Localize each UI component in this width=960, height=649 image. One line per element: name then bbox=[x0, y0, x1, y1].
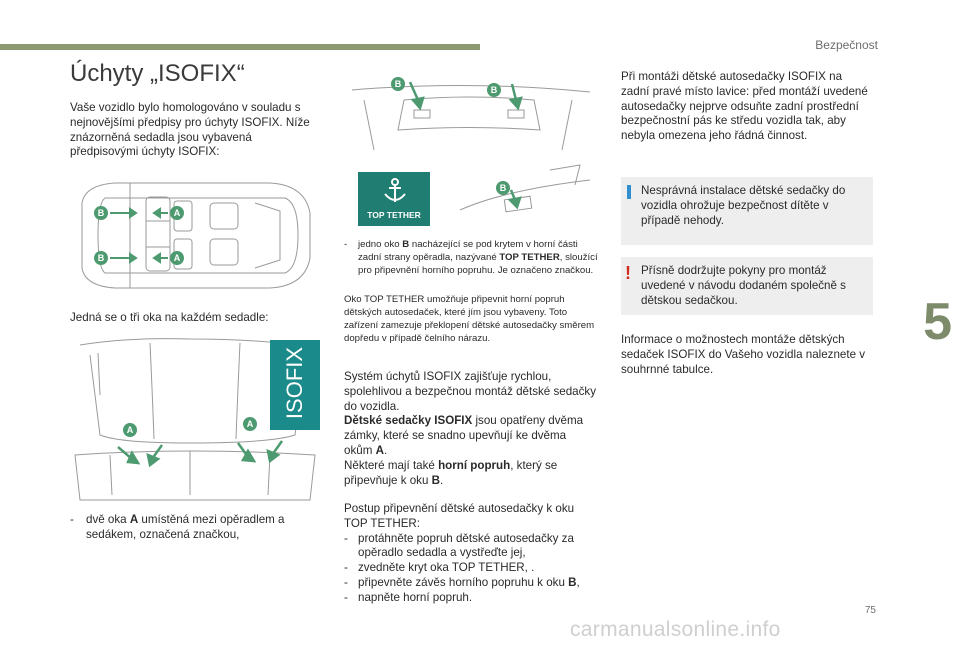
badge-b: B bbox=[98, 253, 105, 263]
procedure-title: Postup připevnění dětské autosedačky k o… bbox=[344, 502, 575, 530]
chapter-number: 5 bbox=[923, 293, 952, 351]
bullet-a: dvě oka A umístěná mezi opěradlem a sedá… bbox=[86, 513, 285, 541]
header-accent-bar bbox=[0, 44, 480, 50]
badge-b: B bbox=[500, 183, 507, 193]
intro-paragraph: Vaše vozidlo bylo homologováno v souladu… bbox=[70, 101, 310, 159]
procedure-step: napněte horní popruh. bbox=[358, 590, 473, 604]
procedure-step: zvedněte kryt oka TOP TETHER, . bbox=[358, 561, 535, 575]
procedure: Postup připevnění dětské autosedačky k o… bbox=[344, 502, 596, 606]
procedure-step: připevněte závěs horního popruhu k oku B… bbox=[358, 575, 580, 589]
info-icon bbox=[627, 185, 631, 199]
car-top-view-figure: B B A A bbox=[70, 173, 320, 298]
rear-shelf-figure: B B bbox=[351, 77, 591, 151]
watermark: carmanualsonline.info bbox=[570, 618, 781, 641]
note-top-tether: Oko TOP TETHER umožňuje připevnit horní … bbox=[344, 294, 595, 344]
badge-a: A bbox=[247, 419, 254, 429]
page-number: 75 bbox=[864, 605, 876, 616]
badge-a: A bbox=[174, 253, 181, 263]
section-title: Bezpečnost bbox=[815, 38, 878, 52]
page-title: Úchyty „ISOFIX“ bbox=[70, 60, 245, 87]
warning-box: ! Přísně dodržujte pokyny pro montáž uve… bbox=[621, 257, 873, 315]
note-eyelet-b: jedno oko B nacházející se pod krytem v … bbox=[358, 239, 598, 276]
isofix-logo: ISOFIX bbox=[270, 340, 320, 430]
three-eyelets-line: Jedná se o tři oka na každém sedadle: bbox=[70, 311, 269, 324]
badge-b: B bbox=[98, 208, 105, 218]
info-box: Nesprávná instalace dětské sedačky do vo… bbox=[621, 177, 873, 245]
procedure-step: protáhněte popruh dětské autosedačky za … bbox=[358, 531, 574, 560]
summary-table-paragraph: Informace o možnostech montáže dětských … bbox=[621, 333, 866, 376]
badge-a: A bbox=[174, 208, 181, 218]
tether-eyelet-detail-figure: B bbox=[459, 164, 591, 213]
right-seat-paragraph: Při montáži dětské autosedačky ISOFIX na… bbox=[621, 70, 868, 143]
top-tether-logo: TOP TETHER bbox=[358, 172, 430, 226]
system-paragraph: Systém úchytů ISOFIX zajišťuje rychlou, … bbox=[344, 370, 596, 487]
badge-b: B bbox=[395, 79, 402, 89]
badge-a: A bbox=[127, 425, 134, 435]
badge-b: B bbox=[491, 85, 498, 95]
warning-icon: ! bbox=[625, 263, 631, 283]
